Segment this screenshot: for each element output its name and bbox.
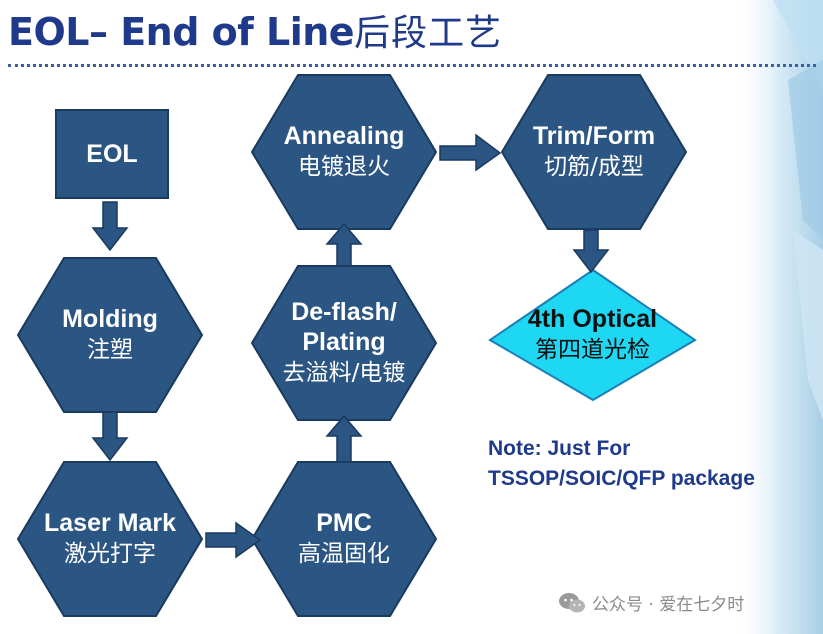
note-line-2: TSSOP/SOIC/QFP package <box>488 467 755 490</box>
title-cn: 后段工艺 <box>354 13 503 54</box>
arrow-eol-molding <box>91 201 129 252</box>
page-title: EOL– End of Line后段工艺 <box>8 4 502 56</box>
eol-box <box>55 109 169 199</box>
arrow-pmc-deflash <box>325 414 363 463</box>
deflash-hexagon <box>250 265 438 421</box>
arrows-layer <box>91 133 610 559</box>
watermark: 公众号 · 爱在七夕时 <box>558 590 744 615</box>
laser-mark-hexagon <box>16 461 204 617</box>
title-en: EOL– End of Line <box>8 10 355 54</box>
arrow-molding-laser <box>91 411 129 462</box>
decorative-side-panel <box>733 0 823 634</box>
wechat-icon <box>559 592 585 612</box>
trim-form-hexagon <box>500 74 688 230</box>
package-note: Note: Just For TSSOP/SOIC/QFP package <box>488 434 755 494</box>
molding-hexagon <box>16 257 204 413</box>
optical-diamond <box>488 268 697 402</box>
dotted-divider <box>8 64 816 67</box>
pmc-hexagon <box>250 461 438 617</box>
arrow-annealing-trim <box>439 133 502 172</box>
note-line-1: Note: Just For <box>488 437 631 460</box>
arrow-deflash-annealing <box>325 222 363 267</box>
arrow-laser-pmc <box>205 521 262 559</box>
annealing-hexagon <box>250 74 438 230</box>
watermark-text: 公众号 · 爱在七夕时 <box>592 595 745 615</box>
arrow-trim-optical <box>572 229 610 274</box>
shapes-layer <box>16 74 697 617</box>
